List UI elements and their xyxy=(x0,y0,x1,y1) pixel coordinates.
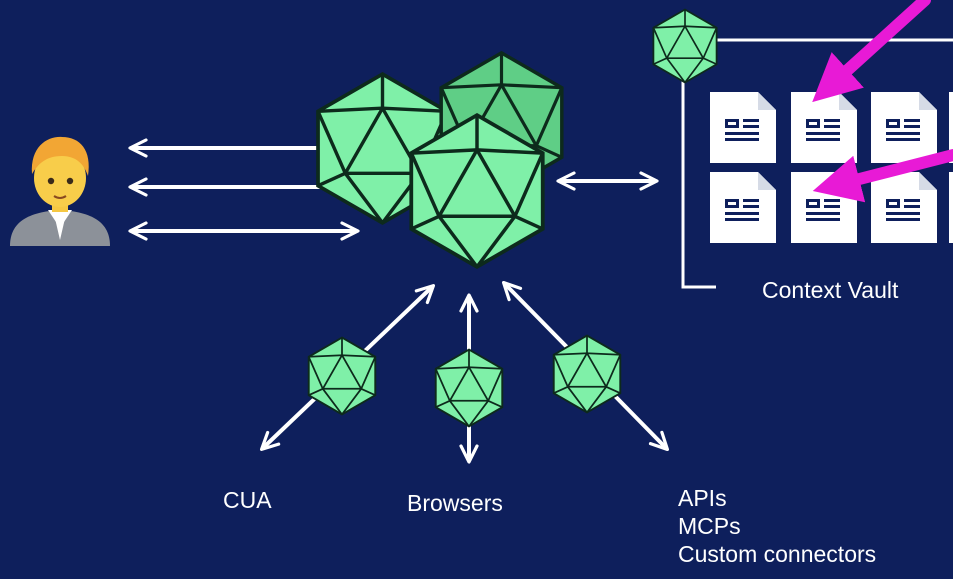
document-icon xyxy=(871,92,937,163)
agent-cluster xyxy=(316,51,564,269)
document-icon xyxy=(949,172,953,243)
mcps-label: MCPs xyxy=(678,513,741,539)
custom-connectors-label: Custom connectors xyxy=(678,541,877,567)
browsers-agent-icon xyxy=(434,348,504,428)
vault-agent-icon xyxy=(652,8,718,84)
document-icon xyxy=(791,92,857,163)
apis-label: APIs xyxy=(678,485,727,511)
document-icon xyxy=(871,172,937,243)
document-icon xyxy=(710,92,776,163)
user-avatar-icon xyxy=(10,136,110,246)
highlight-arrow xyxy=(812,149,953,203)
document-icon xyxy=(710,172,776,243)
browsers-label: Browsers xyxy=(407,490,503,516)
highlight-arrow xyxy=(812,0,931,103)
apis-agent-icon xyxy=(552,334,622,414)
vault-label: Context Vault xyxy=(762,277,899,303)
context-vault xyxy=(652,0,953,289)
cua-label: CUA xyxy=(223,487,272,513)
